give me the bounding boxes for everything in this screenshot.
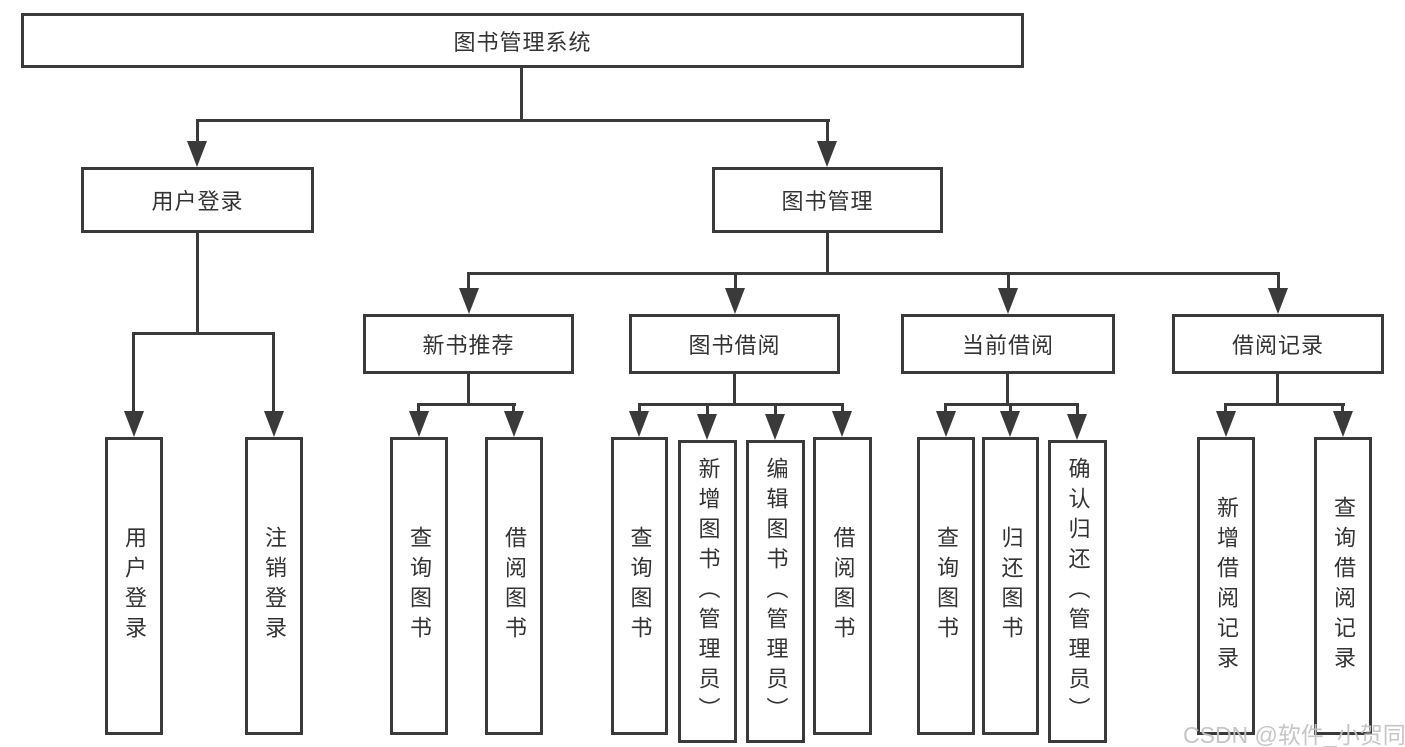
connector-records-drop-1 <box>1224 403 1227 415</box>
node-borrowing-records: 借阅记录 <box>1172 314 1384 374</box>
leaf-confirm-return-admin: 确认归还（管理员） <box>1048 440 1107 743</box>
arrow-down-icon <box>765 414 785 440</box>
connector-borrow-drop-4 <box>841 403 844 415</box>
connector-bookmgmt-drop-1 <box>467 272 470 290</box>
arrow-down-icon <box>187 141 207 167</box>
leaf-add-books-admin: 新增图书（管理员） <box>678 440 737 743</box>
connector-newbook-hline <box>417 403 516 406</box>
connector-root-drop-right <box>826 119 829 145</box>
arrow-down-icon <box>936 411 956 437</box>
csdn-watermark: CSDN @软件_小贺同学 <box>1183 722 1405 747</box>
connector-bookmgmt-drop-3 <box>1007 272 1010 290</box>
node-book-borrowing: 图书借阅 <box>629 314 840 374</box>
connector-newbook-stem <box>467 374 470 406</box>
leaf-query-books-current: 查询图书 <box>917 437 975 735</box>
node-library-management-system: 图书管理系统 <box>21 13 1024 68</box>
arrow-down-icon <box>697 414 717 440</box>
connector-borrow-drop-1 <box>638 403 641 415</box>
connector-bookmgmt-drop-4 <box>1277 272 1280 290</box>
connector-records-hline <box>1224 403 1345 406</box>
arrow-down-icon <box>124 411 144 437</box>
node-user-login: 用户登录 <box>81 167 314 233</box>
arrow-down-icon <box>264 411 284 437</box>
leaf-return-books: 归还图书 <box>982 437 1039 735</box>
connector-bookmgmt-hline <box>467 272 1280 275</box>
arrow-down-icon <box>629 411 649 437</box>
connector-records-stem <box>1276 374 1279 406</box>
arrow-down-icon <box>725 288 745 314</box>
connector-bookmgmt-stem <box>826 233 829 274</box>
arrow-down-icon <box>459 288 479 314</box>
arrow-down-icon <box>832 411 852 437</box>
node-book-management: 图书管理 <box>712 167 943 233</box>
arrow-down-icon <box>1268 288 1288 314</box>
connector-current-drop-3 <box>1076 403 1079 418</box>
node-new-book-recommend: 新书推荐 <box>363 314 574 374</box>
connector-borrow-hline <box>638 403 844 406</box>
arrow-down-icon <box>504 411 524 437</box>
connector-borrow-stem <box>733 374 736 406</box>
leaf-user-login: 用户登录 <box>105 437 163 735</box>
leaf-add-borrow-record: 新增借阅记录 <box>1197 437 1255 735</box>
arrow-down-icon <box>1333 411 1353 437</box>
connector-userlogin-drop-1 <box>132 332 135 414</box>
arrow-down-icon <box>1216 411 1236 437</box>
leaf-query-books-newbook: 查询图书 <box>390 437 448 735</box>
arrow-down-icon <box>1000 411 1020 437</box>
connector-newbook-drop-1 <box>417 403 420 415</box>
leaf-query-borrow-record: 查询借阅记录 <box>1314 437 1372 735</box>
connector-current-stem <box>1006 374 1009 406</box>
arrow-down-icon <box>409 411 429 437</box>
connector-root-drop-left <box>196 119 199 145</box>
connector-current-drop-2 <box>1009 403 1012 415</box>
arrow-down-icon <box>1067 414 1087 440</box>
node-current-borrowing: 当前借阅 <box>901 314 1115 374</box>
connector-userlogin-hline <box>132 332 275 335</box>
connector-root-hline <box>196 119 830 122</box>
arrow-down-icon <box>817 141 837 167</box>
connector-records-drop-2 <box>1341 403 1344 415</box>
connector-bookmgmt-drop-2 <box>734 272 737 290</box>
connector-newbook-drop-2 <box>512 403 515 415</box>
connector-userlogin-drop-2 <box>272 332 275 414</box>
connector-borrow-drop-2 <box>706 403 709 418</box>
connector-root-stem <box>520 68 523 120</box>
connector-current-drop-1 <box>944 403 947 415</box>
connector-borrow-drop-3 <box>774 403 777 418</box>
leaf-borrow-books-borrow: 借阅图书 <box>813 437 872 735</box>
connector-userlogin-stem <box>196 233 199 334</box>
leaf-logout-login: 注销登录 <box>245 437 303 735</box>
leaf-query-books-borrow: 查询图书 <box>611 437 668 735</box>
leaf-edit-books-admin: 编辑图书（管理员） <box>746 440 805 743</box>
arrow-down-icon <box>998 288 1018 314</box>
leaf-borrow-books-newbook: 借阅图书 <box>485 437 543 735</box>
